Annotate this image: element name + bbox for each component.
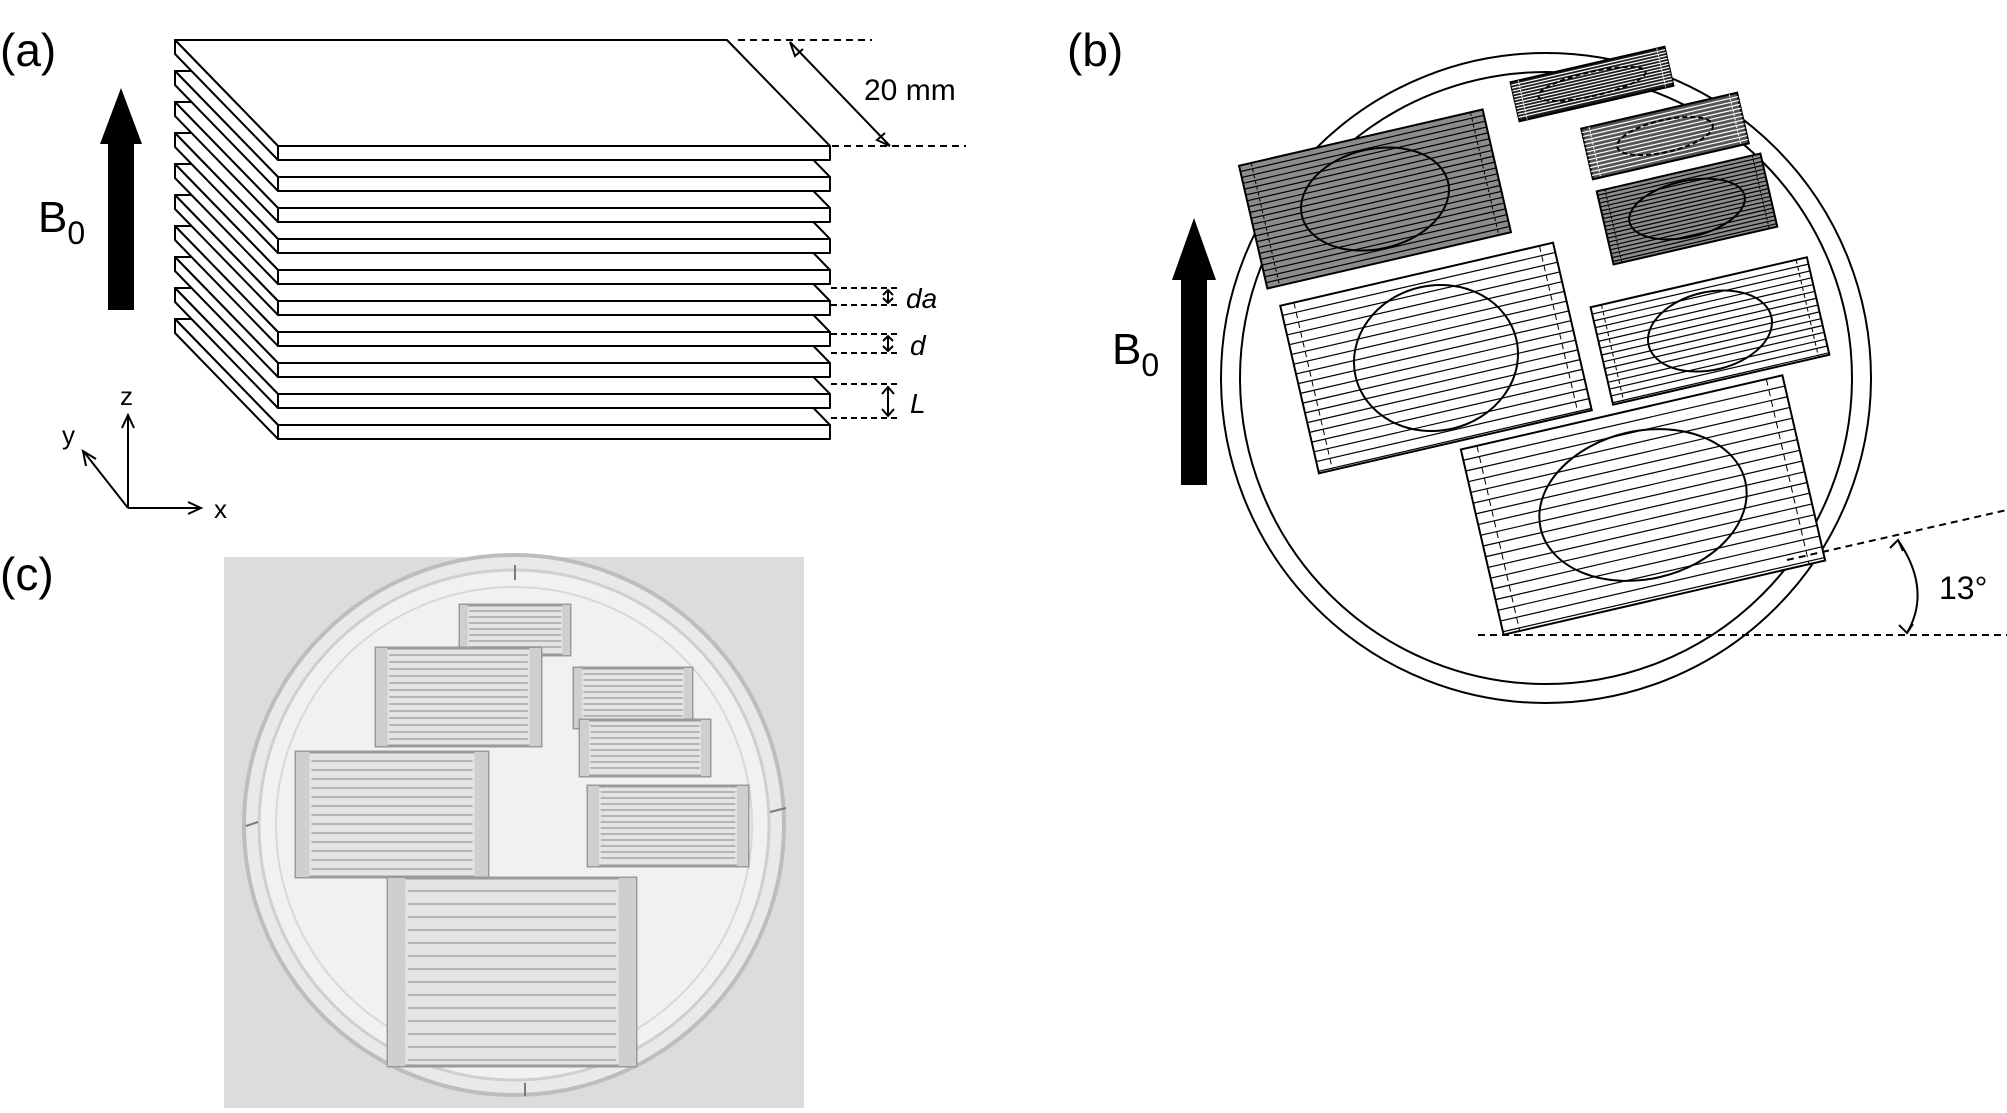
photo-sample-block <box>572 666 694 730</box>
axis-z-label: z <box>120 381 133 411</box>
sample-block <box>1509 45 1675 123</box>
panel-b-field-arrow <box>1172 218 1216 485</box>
sample-block <box>1237 108 1513 290</box>
panel-c-label: (c) <box>0 548 54 600</box>
panel-a: (a) B0 20 mm <box>0 24 966 524</box>
layer-dimensions <box>831 287 898 419</box>
panel-c: (c) <box>0 548 804 1108</box>
phantom-inner-circle <box>1239 71 1853 685</box>
sample-block <box>1580 91 1750 181</box>
panel-a-field-arrow <box>100 88 142 310</box>
axis-y-label: y <box>62 420 75 450</box>
panel-a-field-label: B0 <box>38 193 85 251</box>
angle-label: 13° <box>1939 570 1987 606</box>
width-dimension-label: 20 mm <box>864 74 956 107</box>
photo-sample-block <box>586 784 750 868</box>
panel-b-label: (b) <box>1067 24 1123 76</box>
width-dimension <box>738 39 966 147</box>
panel-b-field-label: B0 <box>1112 325 1159 383</box>
dim-L-label: L <box>910 388 926 419</box>
panel-b: (b) B0 13° <box>1067 24 2007 704</box>
phantom-photo <box>224 553 804 1108</box>
photo-sample-block <box>578 718 712 778</box>
dim-da-label: da <box>906 283 937 314</box>
photo-sample-block <box>374 646 543 748</box>
coordinate-axes <box>81 412 204 515</box>
dim-d-label: d <box>910 330 927 361</box>
photo-sample-block <box>294 750 490 879</box>
phantom-outer-circle <box>1220 52 1872 704</box>
axis-x-label: x <box>214 494 227 524</box>
photo-sample-block <box>458 603 572 657</box>
plate-stack <box>174 39 831 440</box>
sample-blocks <box>1237 45 1831 636</box>
panel-a-label: (a) <box>0 24 56 76</box>
photo-sample-block <box>386 876 638 1068</box>
sample-block <box>1589 256 1831 406</box>
sample-block <box>1279 241 1593 475</box>
plate-layer <box>174 39 831 161</box>
sample-block <box>1459 374 1827 636</box>
angle-annotation <box>1478 509 2007 636</box>
sample-block <box>1595 152 1779 266</box>
